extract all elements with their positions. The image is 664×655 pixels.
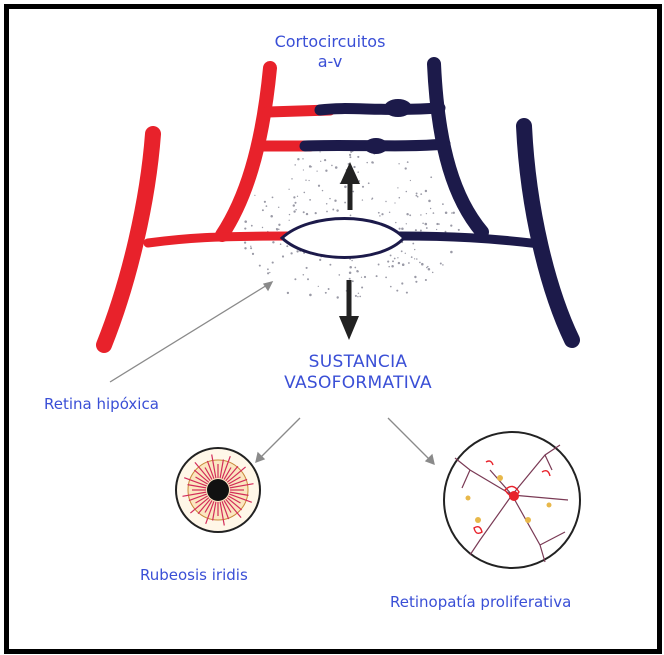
substance-label: SUSTANCIA VASOFORMATIVA bbox=[248, 352, 468, 394]
pointer-rubeosis bbox=[258, 418, 300, 460]
hypoxic-retina-label: Retina hipóxica bbox=[44, 395, 159, 413]
shunts-label-line2: a-v bbox=[230, 52, 430, 72]
pointer-retinopathy bbox=[388, 418, 432, 462]
artery-group bbox=[104, 68, 290, 345]
iris-illustration bbox=[176, 448, 260, 532]
arrow-down bbox=[339, 280, 359, 340]
retina-fundus-illustration bbox=[444, 432, 580, 568]
substance-label-line2: VASOFORMATIVA bbox=[248, 373, 468, 394]
arrow-up bbox=[340, 162, 360, 210]
av-shunt-upper bbox=[268, 99, 440, 117]
av-shunt-lower bbox=[262, 138, 445, 154]
shunts-label-line1: Cortocircuitos bbox=[230, 32, 430, 52]
vein-branch bbox=[400, 236, 540, 244]
substance-label-line1: SUSTANCIA bbox=[248, 352, 468, 373]
shunts-label: Cortocircuitos a-v bbox=[230, 32, 430, 72]
retinopathy-label: Retinopatía proliferativa bbox=[390, 593, 571, 611]
vein-right bbox=[524, 126, 572, 340]
artery-branch bbox=[148, 236, 290, 243]
rubeosis-label: Rubeosis iridis bbox=[140, 566, 248, 584]
